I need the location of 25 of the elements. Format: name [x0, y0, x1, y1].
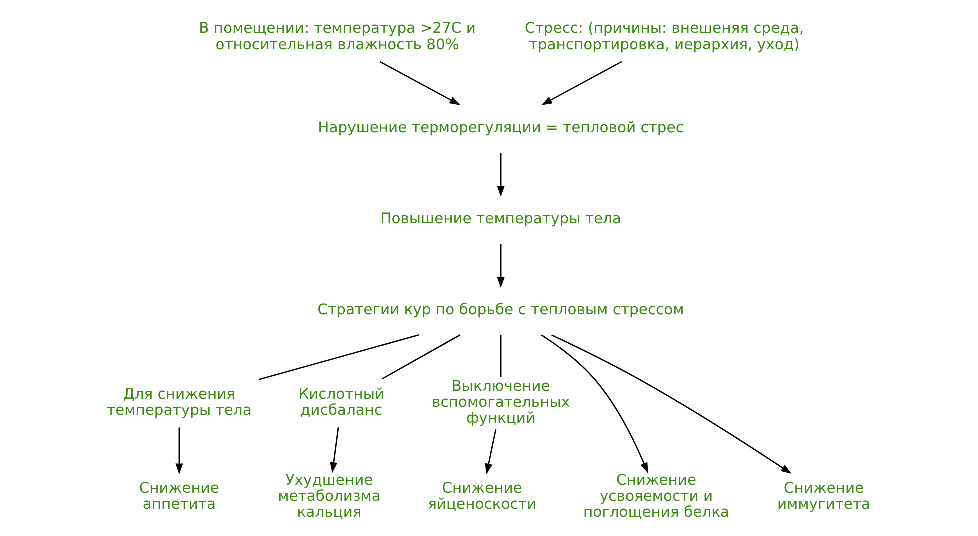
node-text: Стратегии кур по борьбе с тепловым стрессом	[318, 302, 684, 319]
arrow	[542, 61, 622, 106]
node-text: Ухудшение метаболизма кальция	[278, 472, 381, 521]
node-text: Снижение усвояемости и поглощения белка	[584, 472, 730, 521]
arrow	[552, 334, 792, 474]
node-text: Кислотный дисбаланс	[298, 386, 385, 420]
connector	[258, 334, 420, 380]
node-text: В помещении: температура >27С и относительная влажность 80%	[199, 20, 476, 54]
node-text: Снижение иммугитета	[777, 480, 871, 513]
node-text: Нарушение терморегуляции = тепловой стрес	[318, 119, 684, 136]
arrow	[380, 61, 461, 106]
arrow	[485, 428, 497, 475]
arrow	[176, 428, 184, 475]
arrow	[497, 153, 505, 198]
node-text: Снижение аппетита	[139, 480, 220, 513]
node-text: Повышение температуры тела	[380, 210, 622, 228]
connector	[382, 334, 461, 380]
arrow	[330, 428, 340, 474]
node-text: Стресс: (причины: внешеняя среда, транспортировка, иерархия, уход)	[525, 20, 804, 54]
node-text: Для снижения температуры тела	[106, 386, 252, 420]
node-text: Снижение яйценоскости	[428, 480, 537, 513]
connector	[500, 335, 502, 378]
arrow	[497, 244, 505, 288]
arrow	[541, 334, 648, 474]
node-text: Выключение вспомогательных функций	[432, 378, 570, 428]
